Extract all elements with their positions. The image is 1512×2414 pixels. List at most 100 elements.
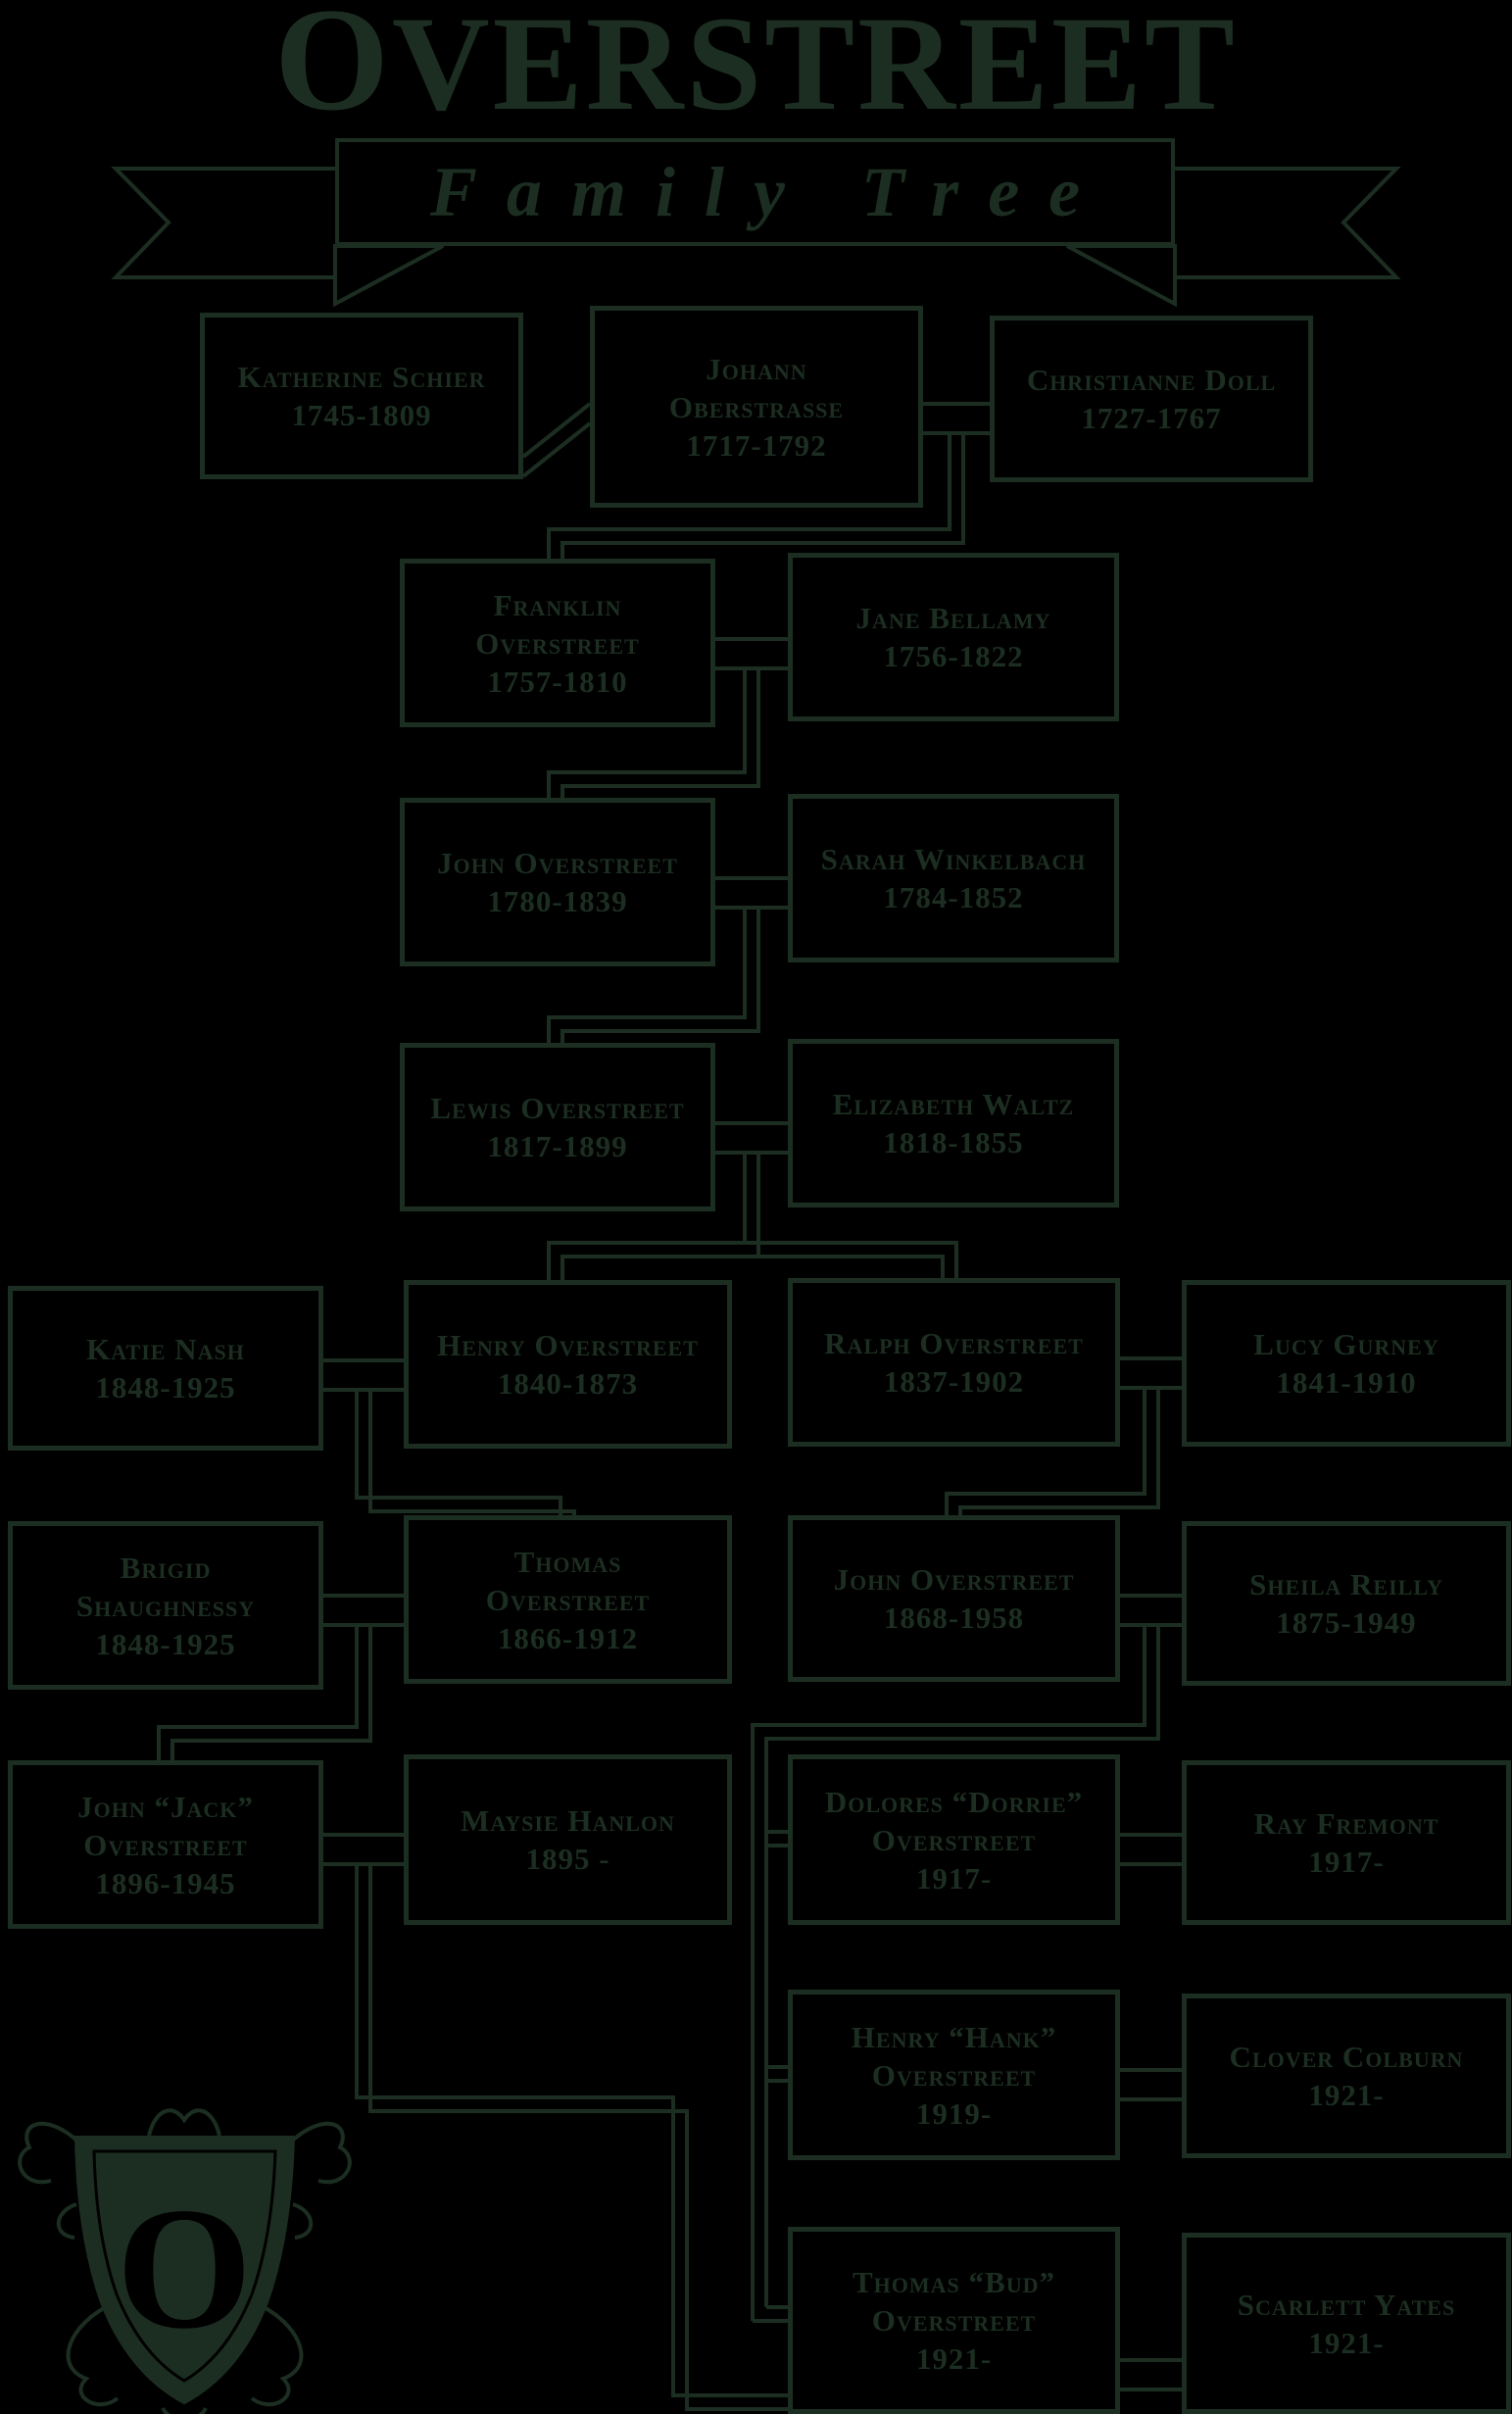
connector-ralph-lucy	[945, 1356, 1182, 1515]
person-dates: 1745-1809	[291, 398, 432, 432]
person-name-line: Overstreet	[475, 625, 640, 661]
person-dates: 1818-1855	[883, 1125, 1024, 1159]
person-name-line: Sarah Winkelbach	[820, 842, 1087, 876]
person-dates: 1921-	[1308, 2078, 1385, 2112]
person-name-line: Maysie Hanlon	[461, 1803, 675, 1838]
connector-franklin-jane	[547, 637, 788, 798]
person-dates: 1866-1912	[497, 1620, 639, 1655]
person-name-line: Thomas	[513, 1544, 622, 1579]
person-name-line: Johann	[706, 351, 807, 386]
person-dates: 1840-1873	[497, 1366, 639, 1401]
person-box-dolores: Dolores “Dorrie” Overstreet 1917-	[788, 1754, 1120, 1925]
banner-box: Family Tree	[335, 138, 1175, 246]
person-box-bud: Thomas “Bud” Overstreet 1921-	[788, 2227, 1120, 2414]
connector-katherine-johann	[521, 402, 592, 478]
person-box-ralph: Ralph Overstreet 1837-1902	[788, 1278, 1120, 1447]
person-dates: 1848-1925	[95, 1626, 236, 1661]
person-box-lucy: Lucy Gurney 1841-1910	[1182, 1280, 1511, 1447]
person-name-line: Christianne Doll	[1026, 363, 1277, 397]
person-name-line: Clover Colburn	[1229, 2040, 1464, 2074]
connector-jack-maysie	[323, 1833, 788, 2411]
person-box-maysie: Maysie Hanlon 1895 -	[404, 1754, 732, 1925]
person-box-katherine: Katherine Schier 1745-1809	[200, 313, 523, 479]
person-name-line: Franklin	[493, 587, 622, 622]
crest-shield	[73, 2136, 296, 2405]
person-dates: 1896-1945	[95, 1865, 236, 1900]
person-dates: 1921-	[1308, 2325, 1385, 2360]
ribbon-fold-left	[333, 244, 444, 308]
ribbon-tail-right	[1165, 167, 1401, 279]
person-box-brigid: Brigid Shaughnessy 1848-1925	[8, 1521, 323, 1690]
connector-hank-clover	[1120, 2068, 1182, 2101]
connector-john-sarah	[547, 876, 788, 1043]
person-name-line: Ralph Overstreet	[824, 1326, 1084, 1360]
person-name-line: Dolores “Dorrie”	[824, 1784, 1084, 1819]
person-name-line: Ray Fremont	[1253, 1806, 1439, 1841]
person-box-jane: Jane Bellamy 1756-1822	[788, 553, 1119, 721]
person-dates: 1868-1958	[883, 1601, 1025, 1635]
person-box-franklin: Franklin Overstreet 1757-1810	[400, 559, 715, 727]
person-box-clover: Clover Colburn 1921-	[1182, 1994, 1511, 2158]
person-dates: 1875-1949	[1276, 1605, 1417, 1640]
person-name-line: Jane Bellamy	[855, 601, 1051, 635]
person-dates: 1837-1902	[883, 1364, 1025, 1399]
person-name-line: Overstreet	[871, 1822, 1037, 1857]
person-dates: 1921-	[915, 2341, 993, 2376]
person-box-lewis: Lewis Overstreet 1817-1899	[400, 1043, 715, 1211]
person-box-johann: Johann Oberstrasse 1717-1792	[590, 306, 923, 508]
person-dates: 1756-1822	[883, 639, 1024, 673]
person-box-john-1868: John Overstreet 1868-1958	[788, 1515, 1120, 1682]
person-box-john-1780: John Overstreet 1780-1839	[400, 798, 715, 966]
person-name-line: Overstreet	[871, 2057, 1037, 2093]
person-name-line: Henry “Hank”	[851, 2019, 1057, 2054]
person-box-sarah: Sarah Winkelbach 1784-1852	[788, 794, 1119, 962]
person-box-hank: Henry “Hank” Overstreet 1919-	[788, 1990, 1120, 2160]
connector-johann-christianne	[547, 402, 990, 559]
person-name-line: Brigid	[120, 1550, 212, 1585]
person-box-katie: Katie Nash 1848-1925	[8, 1286, 323, 1451]
person-name-line: Scarlett Yates	[1237, 2287, 1456, 2322]
person-dates: 1817-1899	[487, 1129, 628, 1163]
ribbon-fold-right	[1066, 244, 1177, 308]
person-name-line: Oberstrasse	[668, 389, 845, 424]
person-name-line: Lucy Gurney	[1253, 1327, 1439, 1361]
person-name-line: Elizabeth Waltz	[832, 1087, 1075, 1121]
connector-brigid-thomas	[157, 1594, 404, 1760]
person-name-line: Katie Nash	[86, 1332, 245, 1366]
person-dates: 1895 -	[525, 1842, 610, 1876]
connector-katie-henry	[323, 1358, 576, 1515]
person-name-line: Overstreet	[83, 1827, 248, 1862]
banner-ribbon-tails	[111, 167, 1401, 308]
banner-script-text: Family Tree	[429, 152, 1110, 231]
person-name-line: Shaughnessy	[75, 1588, 256, 1623]
person-name-line: Henry Overstreet	[437, 1328, 699, 1362]
person-box-sheila: Sheila Reilly 1875-1949	[1182, 1521, 1511, 1686]
connector-lewis-elizabeth	[547, 1121, 958, 1280]
person-dates: 1757-1810	[487, 664, 628, 699]
person-name-line: Overstreet	[871, 2303, 1037, 2338]
person-box-thomas-1866: Thomas Overstreet 1866-1912	[404, 1515, 732, 1684]
connector-bud-scarlett	[1120, 2358, 1182, 2391]
person-dates: 1841-1910	[1276, 1365, 1417, 1400]
person-dates: 1717-1792	[686, 427, 827, 463]
page-title: OVERSTREET	[274, 0, 1238, 141]
person-name-line: Sheila Reilly	[1249, 1567, 1443, 1601]
connector-dolores-ray	[1120, 1833, 1182, 1866]
family-crest: O	[18, 2108, 352, 2414]
crest-letter: O	[117, 2171, 252, 2365]
person-dates: 1848-1925	[95, 1370, 236, 1404]
connector-john1868-sheila-children	[751, 1594, 1182, 2323]
person-box-elizabeth: Elizabeth Waltz 1818-1855	[788, 1039, 1119, 1207]
person-dates: 1917-	[1308, 1845, 1385, 1879]
person-box-jack: John “Jack” Overstreet 1896-1945	[8, 1760, 323, 1929]
person-dates: 1919-	[915, 2095, 993, 2131]
person-dates: 1727-1767	[1081, 401, 1222, 435]
person-name-line: Thomas “Bud”	[853, 2265, 1055, 2299]
person-name-line: Overstreet	[485, 1582, 651, 1617]
person-box-scarlett: Scarlett Yates 1921-	[1182, 2233, 1511, 2414]
person-name-line: John “Jack”	[77, 1789, 254, 1824]
person-name-line: Lewis Overstreet	[430, 1091, 685, 1125]
person-dates: 1780-1839	[487, 884, 628, 918]
person-box-christianne: Christianne Doll 1727-1767	[990, 316, 1313, 482]
